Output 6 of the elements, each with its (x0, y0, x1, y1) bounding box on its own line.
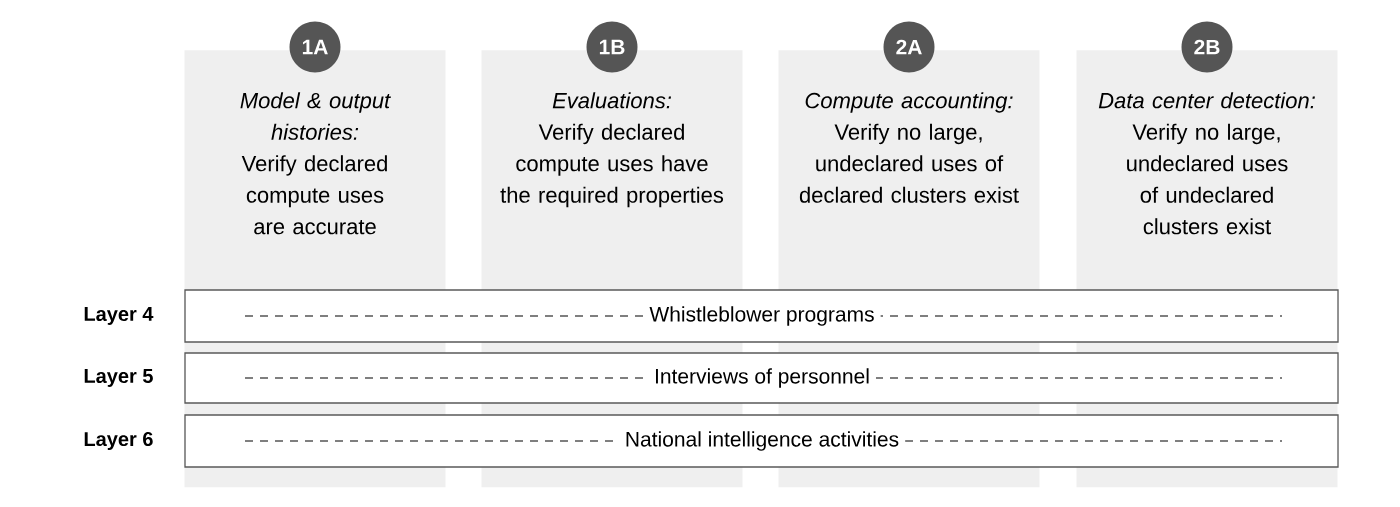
row-label: Layer 4 (84, 307, 154, 325)
layer-box: Interviews of personnel (184, 352, 1339, 404)
layer-box: National intelligence activities (184, 414, 1339, 468)
row-label: Layer 6 (84, 431, 153, 451)
layer-box: Whistleblower programs (184, 289, 1339, 343)
row-label: Layer 5 (84, 369, 153, 387)
